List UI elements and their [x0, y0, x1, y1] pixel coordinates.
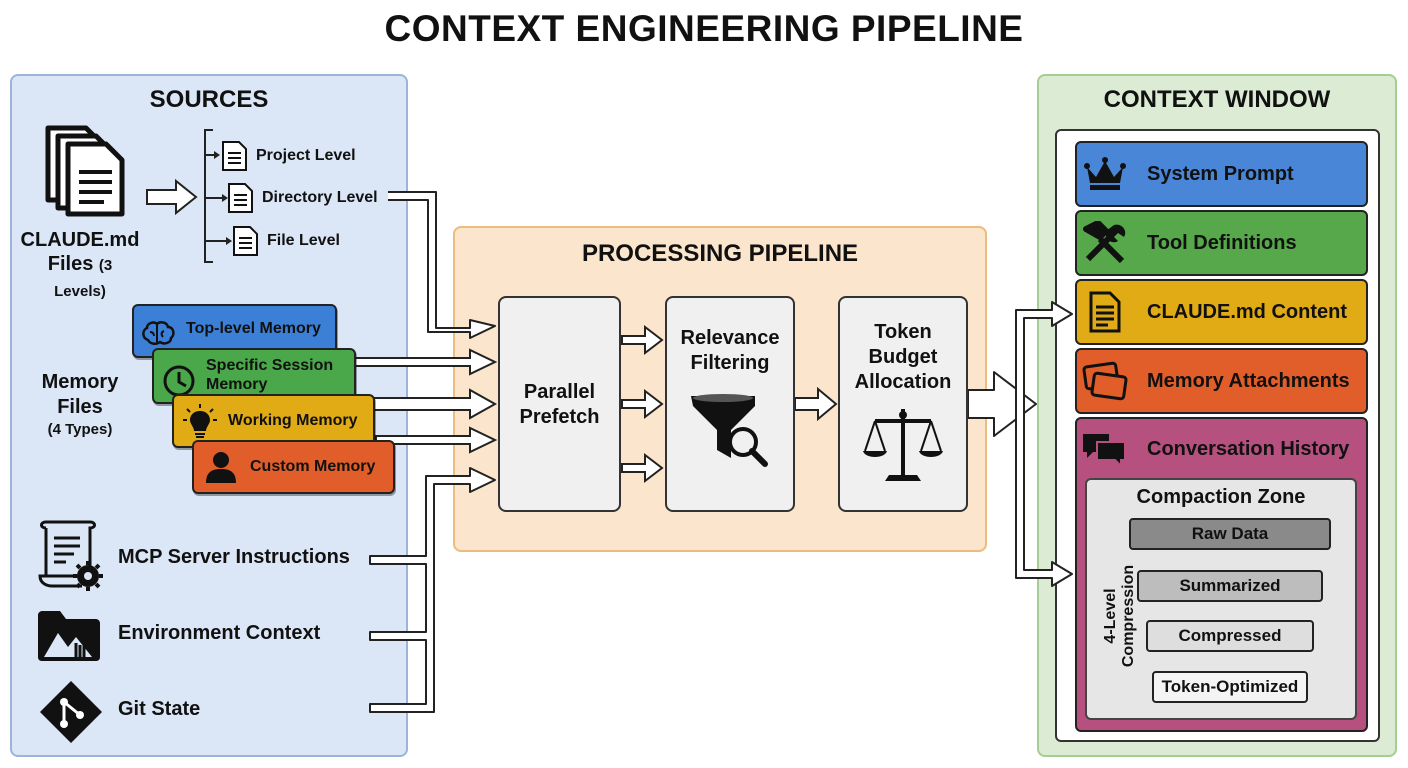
- stage-arrow-4: [794, 386, 838, 422]
- context-item-label: Memory Attachments: [1147, 369, 1350, 392]
- git-icon: [40, 681, 102, 743]
- context-item-system-prompt: System Prompt: [1075, 141, 1368, 207]
- claude-md-label-count: (3 Levels): [54, 257, 113, 300]
- memory-card-label: Working Memory: [228, 412, 358, 429]
- document-icon: [1089, 291, 1121, 333]
- memory-label-line1: Memory: [41, 371, 119, 393]
- brain-icon: [142, 321, 175, 345]
- level-directory-label: Directory Level: [262, 189, 378, 206]
- directory-level-pipe: [388, 191, 496, 339]
- context-item-memory-attachments: Memory Attachments: [1075, 348, 1368, 414]
- memory-pipe-2: [355, 388, 498, 420]
- context-item-label: Tool Definitions: [1147, 231, 1297, 254]
- memory-label-count: (4 Types): [47, 421, 113, 438]
- stage-label-line: Prefetch: [519, 406, 600, 428]
- context-item-claude-md: CLAUDE.md Content: [1075, 279, 1368, 345]
- page-title: CONTEXT ENGINEERING PIPELINE: [384, 8, 1024, 49]
- stage-label-line: Token: [874, 321, 932, 343]
- level-project-label: Project Level: [256, 147, 356, 164]
- compression-level-token-optimized: Token-Optimized: [1152, 671, 1308, 703]
- level-project: Project Level: [220, 140, 356, 172]
- stage-arrow-2: [621, 388, 664, 420]
- context-split-pipe: [1015, 301, 1073, 587]
- stage-arrow-1: [621, 324, 664, 356]
- context-item-tool-definitions: Tool Definitions: [1075, 210, 1368, 276]
- cards-icon: [1082, 361, 1128, 401]
- memory-label-line2: Files: [57, 396, 103, 418]
- context-item-label: System Prompt: [1147, 162, 1294, 185]
- environment-context-label: Environment Context: [118, 622, 321, 644]
- level-file: File Level: [231, 225, 340, 257]
- processing-title: PROCESSING PIPELINE: [581, 240, 859, 267]
- level-file-label: File Level: [267, 232, 340, 249]
- chat-icon: [1083, 434, 1126, 468]
- claude-md-label-line2: Files: [47, 253, 94, 275]
- memory-files-label: Memory Files (4 Types): [22, 370, 138, 440]
- stage-label-line: Relevance: [680, 327, 780, 349]
- context-item-label: CLAUDE.md Content: [1147, 300, 1347, 323]
- level-bracket: [204, 129, 213, 263]
- document-icon: [222, 141, 247, 171]
- stage-relevance-filtering: Relevance Filtering: [665, 296, 795, 512]
- memory-card-label: Top-level Memory: [186, 320, 321, 337]
- folder-landscape-icon: [38, 611, 100, 661]
- stage-arrow-3: [621, 452, 664, 484]
- side-label-line: 4-Level: [1102, 588, 1119, 644]
- person-icon: [206, 452, 236, 483]
- document-icon: [228, 183, 253, 213]
- memory-card-custom: Custom Memory: [192, 440, 395, 494]
- memory-card-label: Specific Session Memory: [206, 357, 334, 393]
- context-item-label: Conversation History: [1147, 437, 1350, 460]
- git-state-label: Git State: [118, 698, 201, 720]
- claude-md-label-line1: CLAUDE.md: [20, 229, 140, 251]
- scale-icon: [863, 409, 943, 481]
- claude-md-label: CLAUDE.md Files (3 Levels): [20, 228, 140, 304]
- crown-icon: [1084, 157, 1126, 190]
- compression-level-compressed: Compressed: [1146, 620, 1314, 652]
- memory-pipe-1: [337, 348, 498, 376]
- compression-side-label: 4-Level Compression: [1102, 556, 1138, 676]
- level-directory: Directory Level: [226, 182, 378, 214]
- document-icon: [233, 226, 258, 256]
- claude-md-arrow: [146, 178, 198, 216]
- compression-level-summarized: Summarized: [1137, 570, 1323, 602]
- mcp-server-label: MCP Server Instructions: [118, 546, 350, 568]
- compression-level-raw: Raw Data: [1129, 518, 1331, 550]
- stage-label-line: Budget: [868, 346, 938, 368]
- stage-label-line: Filtering: [690, 352, 770, 374]
- document-gear-icon: [38, 520, 103, 591]
- bottom-sources-pipe: [369, 467, 496, 713]
- funnel-search-icon: [691, 394, 768, 467]
- output-arrow: [967, 371, 1037, 437]
- tools-icon: [1083, 221, 1126, 264]
- lightbulb-icon: [183, 404, 217, 438]
- sources-title: SOURCES: [149, 86, 269, 113]
- stage-parallel-prefetch: Parallel Prefetch: [498, 296, 621, 512]
- memory-card-label: Custom Memory: [250, 458, 376, 475]
- clock-icon: [163, 365, 195, 397]
- stage-token-budget: Token Budget Allocation: [838, 296, 968, 512]
- side-label-line: Compression: [1120, 564, 1137, 668]
- context-window-title: CONTEXT WINDOW: [1103, 86, 1331, 113]
- stage-label-line: Allocation: [854, 371, 952, 393]
- stage-label-line: Parallel: [523, 381, 596, 403]
- compaction-zone-title: Compaction Zone: [1136, 486, 1306, 508]
- stacked-documents-icon: [45, 125, 125, 217]
